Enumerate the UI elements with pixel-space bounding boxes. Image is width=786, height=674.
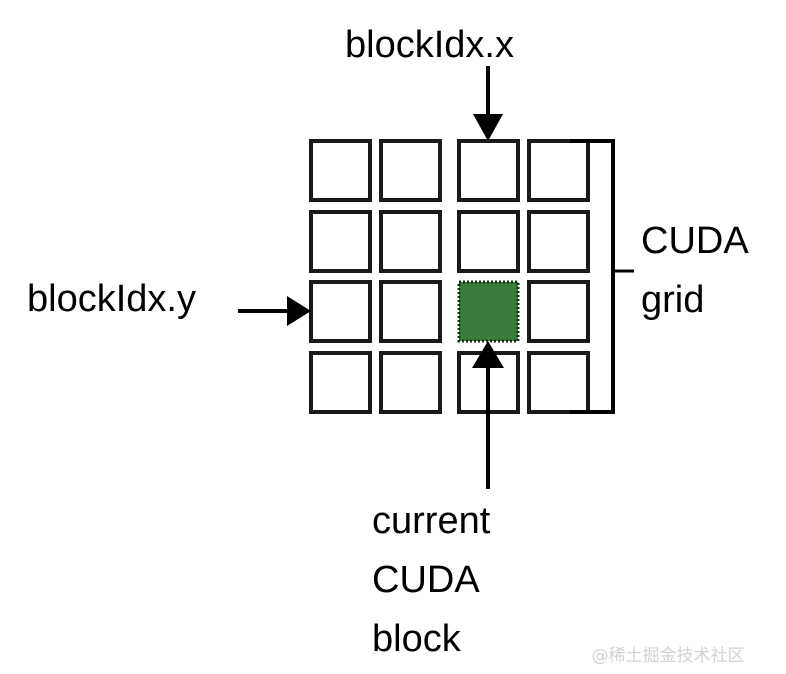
- grid-cell-c0-r2[interactable]: [309, 280, 372, 343]
- grid-cell-c3-r3[interactable]: [527, 351, 590, 414]
- label-cuda-grid-line2: grid: [641, 279, 704, 321]
- blockidx-x-arrow: [473, 66, 503, 141]
- grid-cell-c2-r1[interactable]: [457, 210, 520, 273]
- label-blockidx-y: blockIdx.y: [27, 278, 196, 320]
- blockidx-x-arrow-head: [473, 114, 503, 141]
- grid-cell-c0-r1[interactable]: [309, 210, 372, 273]
- label-blockidx-x: blockIdx.x: [345, 24, 514, 66]
- grid-cell-c2-r0[interactable]: [457, 139, 520, 202]
- grid-cell-c1-r1[interactable]: [379, 210, 442, 273]
- grid-cell-c3-r1[interactable]: [527, 210, 590, 273]
- grid-row-2: [309, 280, 590, 343]
- grid-cell-c0-r3[interactable]: [309, 351, 372, 414]
- watermark: @稀土掘金技术社区: [592, 646, 745, 666]
- label-current-block-line2: CUDA: [372, 559, 480, 601]
- grid-cell-c1-r3[interactable]: [379, 351, 442, 414]
- blockidx-y-arrow: [238, 296, 311, 326]
- grid-cell-c0-r0[interactable]: [309, 139, 372, 202]
- label-current-block-line1: current: [372, 500, 491, 542]
- grid-cell-active-current-cuda-block[interactable]: [457, 280, 520, 343]
- grid-row-0: [309, 139, 590, 202]
- current-block-arrow-head: [472, 341, 504, 368]
- grid-cell-c1-r0[interactable]: [379, 139, 442, 202]
- current-block-arrow: [472, 341, 504, 489]
- grid-cell-c3-r2[interactable]: [527, 280, 590, 343]
- grid-row-1: [309, 210, 590, 273]
- grid-cell-c1-r2[interactable]: [379, 280, 442, 343]
- label-cuda-grid-line1: CUDA: [641, 220, 749, 262]
- grid-row-3: [309, 351, 590, 414]
- grid-cell-c3-r0[interactable]: [527, 139, 590, 202]
- cuda-grid-bracket: [570, 139, 634, 414]
- blockidx-y-arrow-head: [287, 296, 311, 326]
- label-current-block-line3: block: [372, 618, 462, 660]
